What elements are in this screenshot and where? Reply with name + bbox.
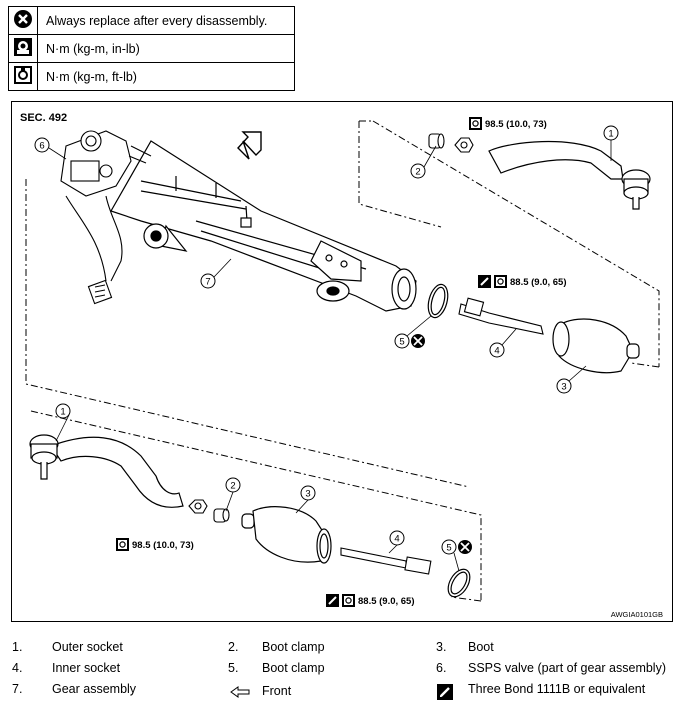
part-number-6: 6. [436,661,447,675]
part-number-2: 2. [228,640,239,654]
callout-5-top: 5 [399,337,404,348]
replace-x-icon [8,6,38,35]
callout-1-top: 1 [608,129,613,140]
figure-code: AWGIA0101GB [611,610,663,619]
inner-socket-top-drawing [458,297,544,335]
boot-clamp-ring-bottom-drawing [447,568,471,598]
part-number-7: 7. [12,682,23,696]
boot-clamp-top-drawing [428,133,445,149]
sealant-icon [437,684,453,705]
dashed-group-outline-top [25,120,660,488]
diagram-frame [11,101,673,622]
part-name-5: Boot clamp [262,661,325,675]
replace-x-icon [411,334,425,348]
callout-4-bottom: 4 [394,534,399,545]
callout-leaders [48,140,612,572]
part-number-3: 3. [436,640,447,654]
gear-assembly-drawing [110,140,417,312]
exploded-view-diagram: SEC. 492 [20,112,663,619]
part-name-6: SSPS valve (part of gear assembly) [468,661,666,675]
inner-socket-bottom-drawing [340,547,432,575]
front-label: Front [262,684,292,698]
callout-3-bottom: 3 [305,489,310,500]
nut-bottom-drawing [188,499,208,514]
callout-7: 7 [205,277,210,288]
part-name-7: Gear assembly [52,682,137,696]
replace-x-icon [458,540,472,554]
torque-wrench-ftlb-icon [469,117,482,130]
callout-1-bottom: 1 [60,407,65,418]
part-name-4: Inner socket [52,661,121,675]
sealant-icon [478,275,491,288]
nut-top-drawing [454,137,474,153]
ssps-valve-drawing [60,130,152,305]
legend-text-replace: Always replace after every disassembly. [37,6,295,35]
callout-4-top: 4 [494,346,499,357]
callout-markers [34,125,619,555]
parts-list: 1. Outer socket 2. Boot clamp 3. Boot 4.… [0,632,686,712]
torque-wrench-ftlb-icon [342,594,355,607]
torque-value-top-inner: 88.5 (9.0, 65) [510,277,567,288]
front-direction-arrow-icon [237,131,262,160]
legend-row-inlb: N·m (kg-m, in-lb) [8,34,295,63]
torque-wrench-ftlb-icon [8,62,38,91]
torque-spec-top-inner: 88.5 (9.0, 65) [478,275,567,288]
torque-wrench-inlb-icon [8,34,38,63]
part-name-2: Boot clamp [262,640,325,654]
legend-text-inlb: N·m (kg-m, in-lb) [37,34,295,63]
part-number-1: 1. [12,640,23,654]
part-number-4: 4. [12,661,23,675]
sealant-icon [326,594,339,607]
callout-2-top: 2 [415,167,420,178]
section-label: SEC. 492 [20,112,67,124]
callout-3-top: 3 [561,382,566,393]
callout-6: 6 [39,141,44,152]
callout-2-bottom: 2 [230,481,235,492]
callout-numbers: 1 2 6 7 5 4 3 1 2 3 4 5 [39,129,613,554]
part-number-5: 5. [228,661,239,675]
outer-socket-top-drawing [488,140,651,210]
boot-clamp-bottom-drawing [213,508,230,523]
front-arrow-icon [230,685,250,703]
torque-wrench-ftlb-icon [494,275,507,288]
part-name-1: Outer socket [52,640,123,654]
callout-5-bottom: 5 [446,543,451,554]
legend-row-ftlb: N·m (kg-m, ft-lb) [8,62,295,91]
torque-value-bottom-outer: 98.5 (10.0, 73) [132,540,194,551]
torque-spec-top-outer: 98.5 (10.0, 73) [469,117,547,130]
torque-value-bottom-inner: 88.5 (9.0, 65) [358,596,415,607]
boot-top-drawing [552,318,640,374]
part-name-3: Boot [468,640,494,654]
dashed-group-outline-bottom [30,410,482,602]
torque-spec-bottom-inner: 88.5 (9.0, 65) [326,594,415,607]
torque-wrench-ftlb-icon [116,538,129,551]
torque-spec-bottom-outer: 98.5 (10.0, 73) [116,538,194,551]
legend-row-replace: Always replace after every disassembly. [8,6,295,35]
boot-bottom-drawing [241,506,332,564]
sealant-label: Three Bond 1111B or equivalent [468,682,646,696]
boot-clamp-ring-top-drawing [427,283,449,319]
outer-socket-bottom-drawing [29,434,184,508]
torque-value-top-outer: 98.5 (10.0, 73) [485,119,547,130]
symbol-legend: Always replace after every disassembly. … [8,6,295,91]
legend-text-ftlb: N·m (kg-m, ft-lb) [37,62,295,91]
